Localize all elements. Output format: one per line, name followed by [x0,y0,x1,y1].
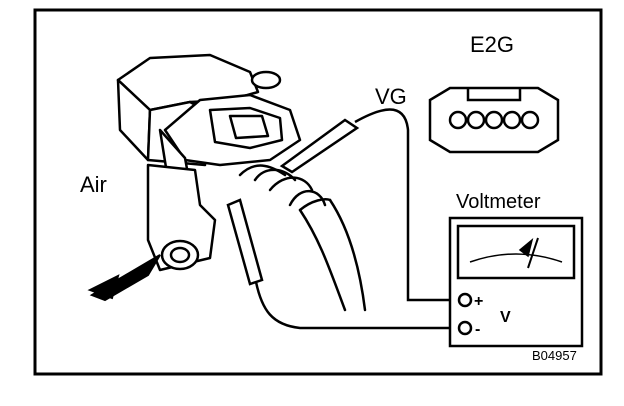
label-unit: V [500,309,511,326]
pin-1 [448,110,468,130]
meter-arm [146,163,217,272]
arrow-head [87,274,120,300]
dial-scale [469,253,563,263]
label-e2g: E2G [470,32,514,57]
air-flow-meter [116,53,302,272]
harness-sleeve-left [298,208,347,312]
voltmeter-dial [456,224,576,280]
test-leads [254,108,462,330]
label-voltmeter: Voltmeter [456,191,541,213]
probe-e2g [226,198,264,286]
wire-harness [238,164,367,312]
lead-positive [354,108,462,302]
figure-code: B04957 [532,348,577,363]
harness-loop-1 [238,164,287,177]
label-plus: + [474,293,483,310]
connector-pinout [428,86,560,154]
pin-5 [520,110,540,130]
label-minus: - [475,321,480,338]
terminal-positive [457,292,473,308]
frame-border [33,8,603,376]
air-flow-arrow [87,254,161,302]
probe-vg [279,118,360,174]
harness-sleeve-right [328,198,367,312]
pin-4 [502,110,522,130]
dial-needle [527,237,539,269]
pin-2 [466,110,486,130]
voltmeter [448,216,584,348]
label-vg: VG [375,84,407,109]
needle-arrow [518,237,534,258]
pinout-key [466,88,522,102]
test-probes [226,118,360,286]
connector-socket [228,114,270,140]
meter-mount-boss [250,70,282,90]
air-inlet-hole [169,246,191,264]
harness-sleeve-top [298,198,332,212]
harness-loop-4 [288,189,327,207]
harness-loop-3 [268,176,314,192]
lead-negative [254,281,462,330]
label-air: Air [80,172,107,197]
terminal-negative [457,320,473,336]
pin-3 [484,110,504,130]
